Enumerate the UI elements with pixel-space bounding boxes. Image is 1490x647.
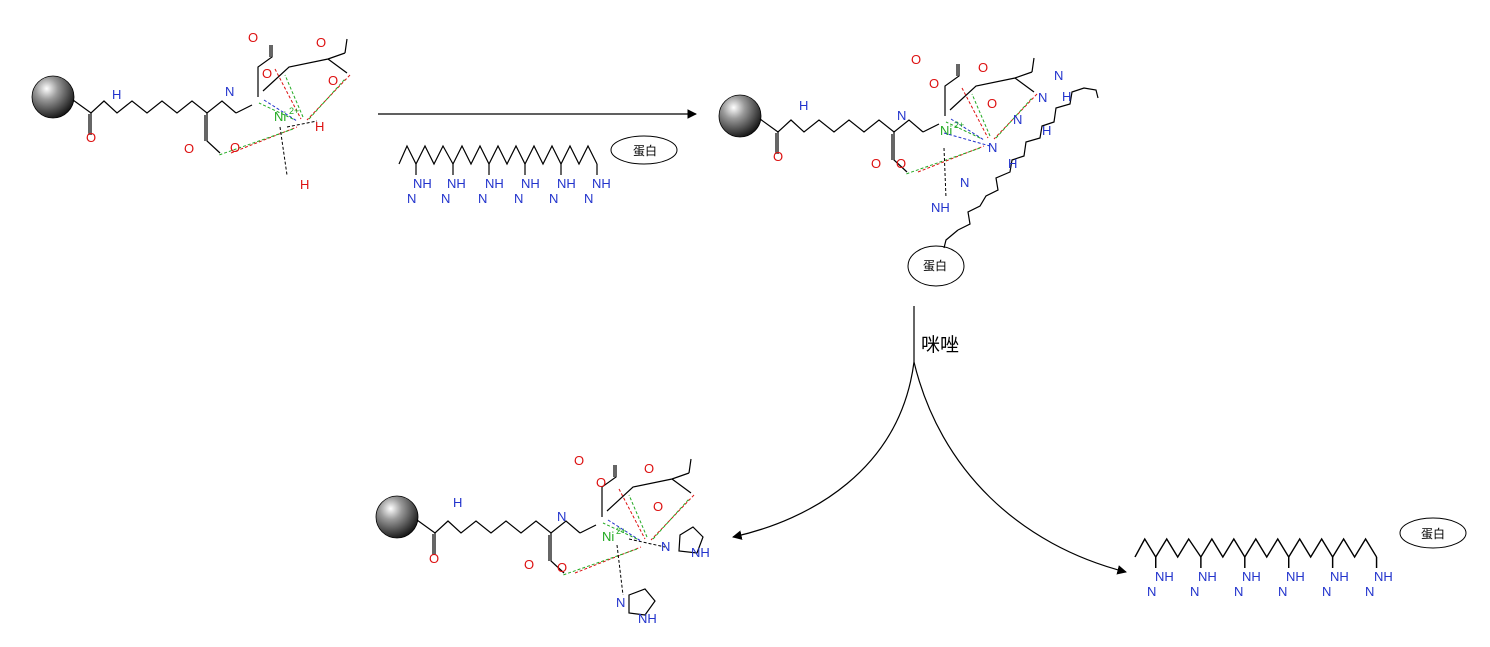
carbonyl-o-label: O <box>911 52 921 67</box>
imidazole-label: NH <box>592 176 611 191</box>
carbonyl-o-label: O <box>524 557 534 572</box>
imidazole-label: NH <box>447 176 466 191</box>
amide-h-label: H <box>112 87 121 102</box>
imidazole-label: N <box>1190 584 1199 599</box>
imidazole-label: N <box>549 191 558 206</box>
imidazole-label: N <box>407 191 416 206</box>
protein-label: 蛋白 <box>633 143 657 158</box>
imidazole-label: N <box>1234 584 1243 599</box>
water-label-right: H <box>315 119 324 134</box>
carbonyl-o-label: O <box>871 156 881 171</box>
imidazole-label: N <box>1365 584 1374 599</box>
imidazole-label: N <box>960 175 969 190</box>
carbonyl-o-label: O <box>978 60 988 75</box>
nickel-charge-label: 2+ <box>616 526 626 536</box>
carboxylate-o-label: O <box>929 76 939 91</box>
imidazole-label: NH <box>1198 569 1217 584</box>
imidazole-label: N <box>478 191 487 206</box>
protein-ellipse <box>610 135 678 165</box>
imidazole-label: N <box>1147 584 1156 599</box>
imidazole-label: NH <box>691 545 710 560</box>
imidazole-label: N <box>661 539 670 554</box>
imidazole-label: NH <box>1374 569 1393 584</box>
imidazole-label: NH <box>1330 569 1349 584</box>
nickel-charge-label: 2+ <box>289 106 299 116</box>
carboxylate-o-label: O <box>653 499 663 514</box>
imidazole-label: H <box>1062 89 1071 104</box>
protein-label: 蛋白 <box>1421 526 1445 541</box>
imidazole-label: N <box>1013 112 1022 127</box>
imidazole-label: N <box>616 595 625 610</box>
amide-o-label: O <box>86 130 96 145</box>
carbonyl-o-label: O <box>574 453 584 468</box>
water-label-bottom: H <box>300 177 309 192</box>
nickel-charge-label: 2+ <box>954 120 964 130</box>
imidazole-label: N <box>584 191 593 206</box>
ni-nta-bound-protein: H O N O O O O O O Ni 2+ <box>718 52 1038 175</box>
imidazole-label: NH <box>1286 569 1305 584</box>
protein-ellipse <box>1399 517 1467 549</box>
his-tag-protein-bound: 蛋白 NH N N H N N H N H <box>907 68 1099 287</box>
imidazole-label: NH <box>557 176 576 191</box>
arrow-to-resin <box>732 306 915 540</box>
his-tag-protein-released: 蛋白 NH N NH N NH N NH N NH N NH N <box>1134 517 1467 599</box>
amide-h-label: H <box>453 495 462 510</box>
imidazole-label: NH <box>521 176 540 191</box>
imidazole-label: NH <box>1242 569 1261 584</box>
imidazole-label: N <box>1038 90 1047 105</box>
imidazole-label: N <box>1322 584 1331 599</box>
amine-n-label: N <box>897 108 906 123</box>
carboxylate-o-label: O <box>230 140 240 155</box>
carboxylate-o-label: O <box>987 96 997 111</box>
arrow-to-protein <box>913 361 1127 575</box>
carbonyl-o-label: O <box>184 141 194 156</box>
protein-ellipse <box>907 245 965 287</box>
amide-o-label: O <box>773 149 783 164</box>
imidazole-label: N <box>1278 584 1287 599</box>
carboxylate-o-label: O <box>596 475 606 490</box>
carboxylate-o-label: O <box>328 73 338 88</box>
imidazole-label: NH <box>413 176 432 191</box>
his-tag-protein-top: 蛋白 NH N NH N NH N NH N NH N NH N <box>398 135 678 206</box>
amide-h-label: H <box>799 98 808 113</box>
imidazole-label: NH <box>1155 569 1174 584</box>
nickel-label: Ni <box>940 123 952 138</box>
nickel-label: Ni <box>274 109 286 124</box>
carbonyl-o-label: O <box>316 35 326 50</box>
imidazole-label: N <box>1054 68 1063 83</box>
imidazole-label: N <box>988 140 997 155</box>
carboxylate-o-label: O <box>557 560 567 575</box>
imidazole-label: NH <box>485 176 504 191</box>
ni-nta-imidazole-complex: H O N O O O O O O Ni 2+ N NH N NH <box>375 453 710 626</box>
imidazole-label: H <box>1042 123 1051 138</box>
amine-n-label: N <box>557 509 566 524</box>
reagent-label: 咪唑 <box>921 334 959 356</box>
imidazole-label: NH <box>638 611 657 626</box>
imidazole-label: NH <box>931 200 950 215</box>
carboxylate-o-label: O <box>262 66 272 81</box>
imidazole-label: H <box>1008 156 1017 171</box>
amide-o-label: O <box>429 551 439 566</box>
ni-nta-complex-with-water: H O N O O O O O O Ni 2+ H H <box>31 30 351 192</box>
imidazole-label: N <box>514 191 523 206</box>
amine-n-label: N <box>225 84 234 99</box>
nickel-label: Ni <box>602 529 614 544</box>
carboxylate-o-label: O <box>896 156 906 171</box>
carbonyl-o-label: O <box>248 30 258 45</box>
imidazole-label: N <box>441 191 450 206</box>
protein-label: 蛋白 <box>923 258 947 273</box>
carbonyl-o-label: O <box>644 461 654 476</box>
